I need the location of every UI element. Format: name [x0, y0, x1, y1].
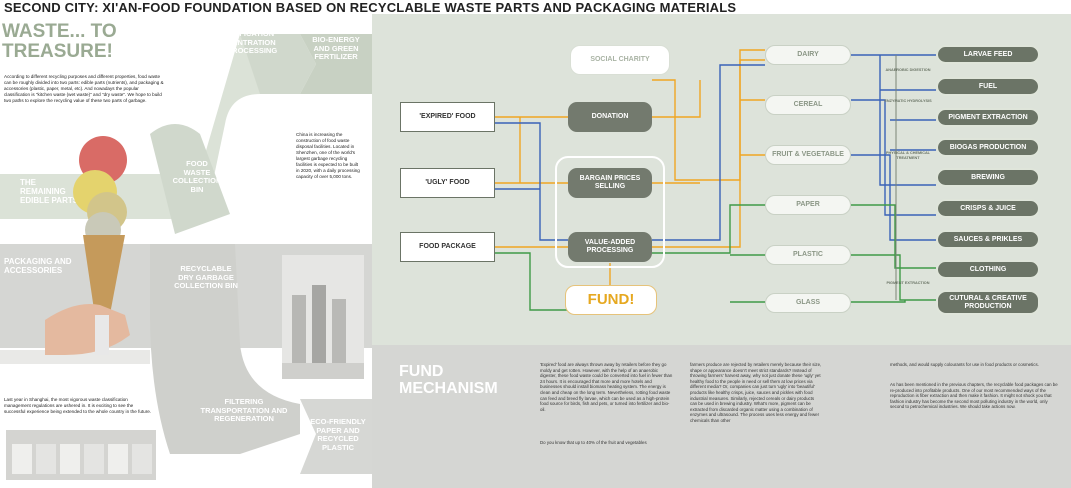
stage-classification: CLASSIFICATION CONCENTRATION AND PROCESS… [208, 29, 278, 55]
output-crisps-juice: CRISPS & JUICE [936, 199, 1040, 218]
output-cultural-creative: CUTURAL & CREATIVE PRODUCTION [936, 290, 1040, 315]
label-anaerobic: ANAEROBIC DIGESTION [885, 68, 931, 72]
category-glass: GLASS [765, 293, 851, 313]
hero-line-2: TREASURE! [2, 41, 113, 62]
output-fuel: FUEL [936, 77, 1040, 96]
mechanism-text-col2: farmers produce are rejected by retailer… [690, 362, 822, 423]
path-shapes [0, 34, 372, 474]
bins-photo [6, 430, 156, 480]
hero-line-1: WASTE... TO [2, 21, 117, 42]
remaining-label: THE REMAINING EDIBLE PARTS [20, 178, 79, 205]
fund-mechanism-panel [372, 345, 1071, 488]
packaging-label: PACKAGING AND ACCESSORIES [4, 257, 72, 275]
output-clothing: CLOTHING [936, 260, 1040, 279]
process-value-added: VALUE-ADDED PROCESSING [568, 232, 652, 262]
output-biogas: BIOGAS PRODUCTION [936, 138, 1040, 157]
page-title: SECOND CITY: XI'AN-FOOD FOUNDATION BASED… [4, 0, 737, 15]
mechanism-text-col3: methods, and would supply colourants for… [890, 362, 1039, 367]
hero-title: WASTE... TO TREASURE! [2, 22, 117, 62]
output-sauces: SAUCES & PRIKLES [936, 230, 1040, 249]
fund-mech-line-1: FUND [399, 363, 444, 380]
intro-text: According to different recycling purpose… [4, 74, 164, 103]
mechanism-text-col3b: As has been mentioned in the previous ch… [890, 382, 1058, 410]
stage-dry-garbage-bin: RECYCLABLE DRY GARBAGE COLLECTION BIN [174, 264, 238, 290]
stage-filtering: FILTERING TRANSPORTATION AND REGENERATIO… [200, 397, 288, 423]
source-ugly-food: 'UGLY' FOOD [400, 168, 495, 198]
stage-eco-paper: ECO-FRIENDLY PAPER AND RECYCLED PLASTIC [310, 417, 366, 452]
category-paper: PAPER [765, 195, 851, 215]
mechanism-text-col1b: Do you know that up to 40% of the fruit … [540, 440, 647, 445]
source-expired-food: 'EXPIRED' FOOD [400, 102, 495, 132]
process-bargain-selling: BARGAIN PRICES SELLING [568, 168, 652, 198]
category-cereal: CEREAL [765, 95, 851, 115]
stage-bioenergy: BIO-ENERGY AND GREEN FERTILIZER [312, 35, 360, 61]
stage-food-waste-bin: FOOD WASTE COLLECTION BIN [172, 159, 222, 194]
category-dairy: DAIRY [765, 45, 851, 65]
fund-mech-line-2: MECHANISM [399, 380, 498, 397]
category-fruit-vegetable: FRUIT & VEGETABLE [765, 145, 851, 165]
process-donation: DONATION [568, 102, 652, 132]
label-physical-chemical: PHYSICAL & CHEMICAL TREATMENT [885, 151, 931, 160]
category-plastic: PLASTIC [765, 245, 851, 265]
social-charity-box: SOCIAL CHARITY [570, 45, 670, 75]
output-pigment-extraction: PIGMENT EXTRACTION [936, 108, 1040, 127]
label-pigment: PIGMENT EXTRACTION [886, 281, 930, 285]
output-brewing: BREWING [936, 168, 1040, 187]
fund-mechanism-title: FUND MECHANISM [399, 363, 498, 397]
label-enzymatic: ENZYMATIC HYDROLYSIS [884, 99, 932, 103]
output-larvae-feed: LARVAE FEED [936, 45, 1040, 64]
china-text: China is increasing the construction of … [296, 132, 360, 179]
mechanism-text-col1: 'Expired' food are always thrown away by… [540, 362, 673, 412]
facility-photo [282, 255, 364, 379]
shanghai-text: Last year in Shanghai, the most vigorous… [4, 397, 152, 414]
fund-box: FUND! [565, 285, 657, 315]
source-food-package: FOOD PACKAGE [400, 232, 495, 262]
ice-cream-illustration [45, 136, 130, 355]
